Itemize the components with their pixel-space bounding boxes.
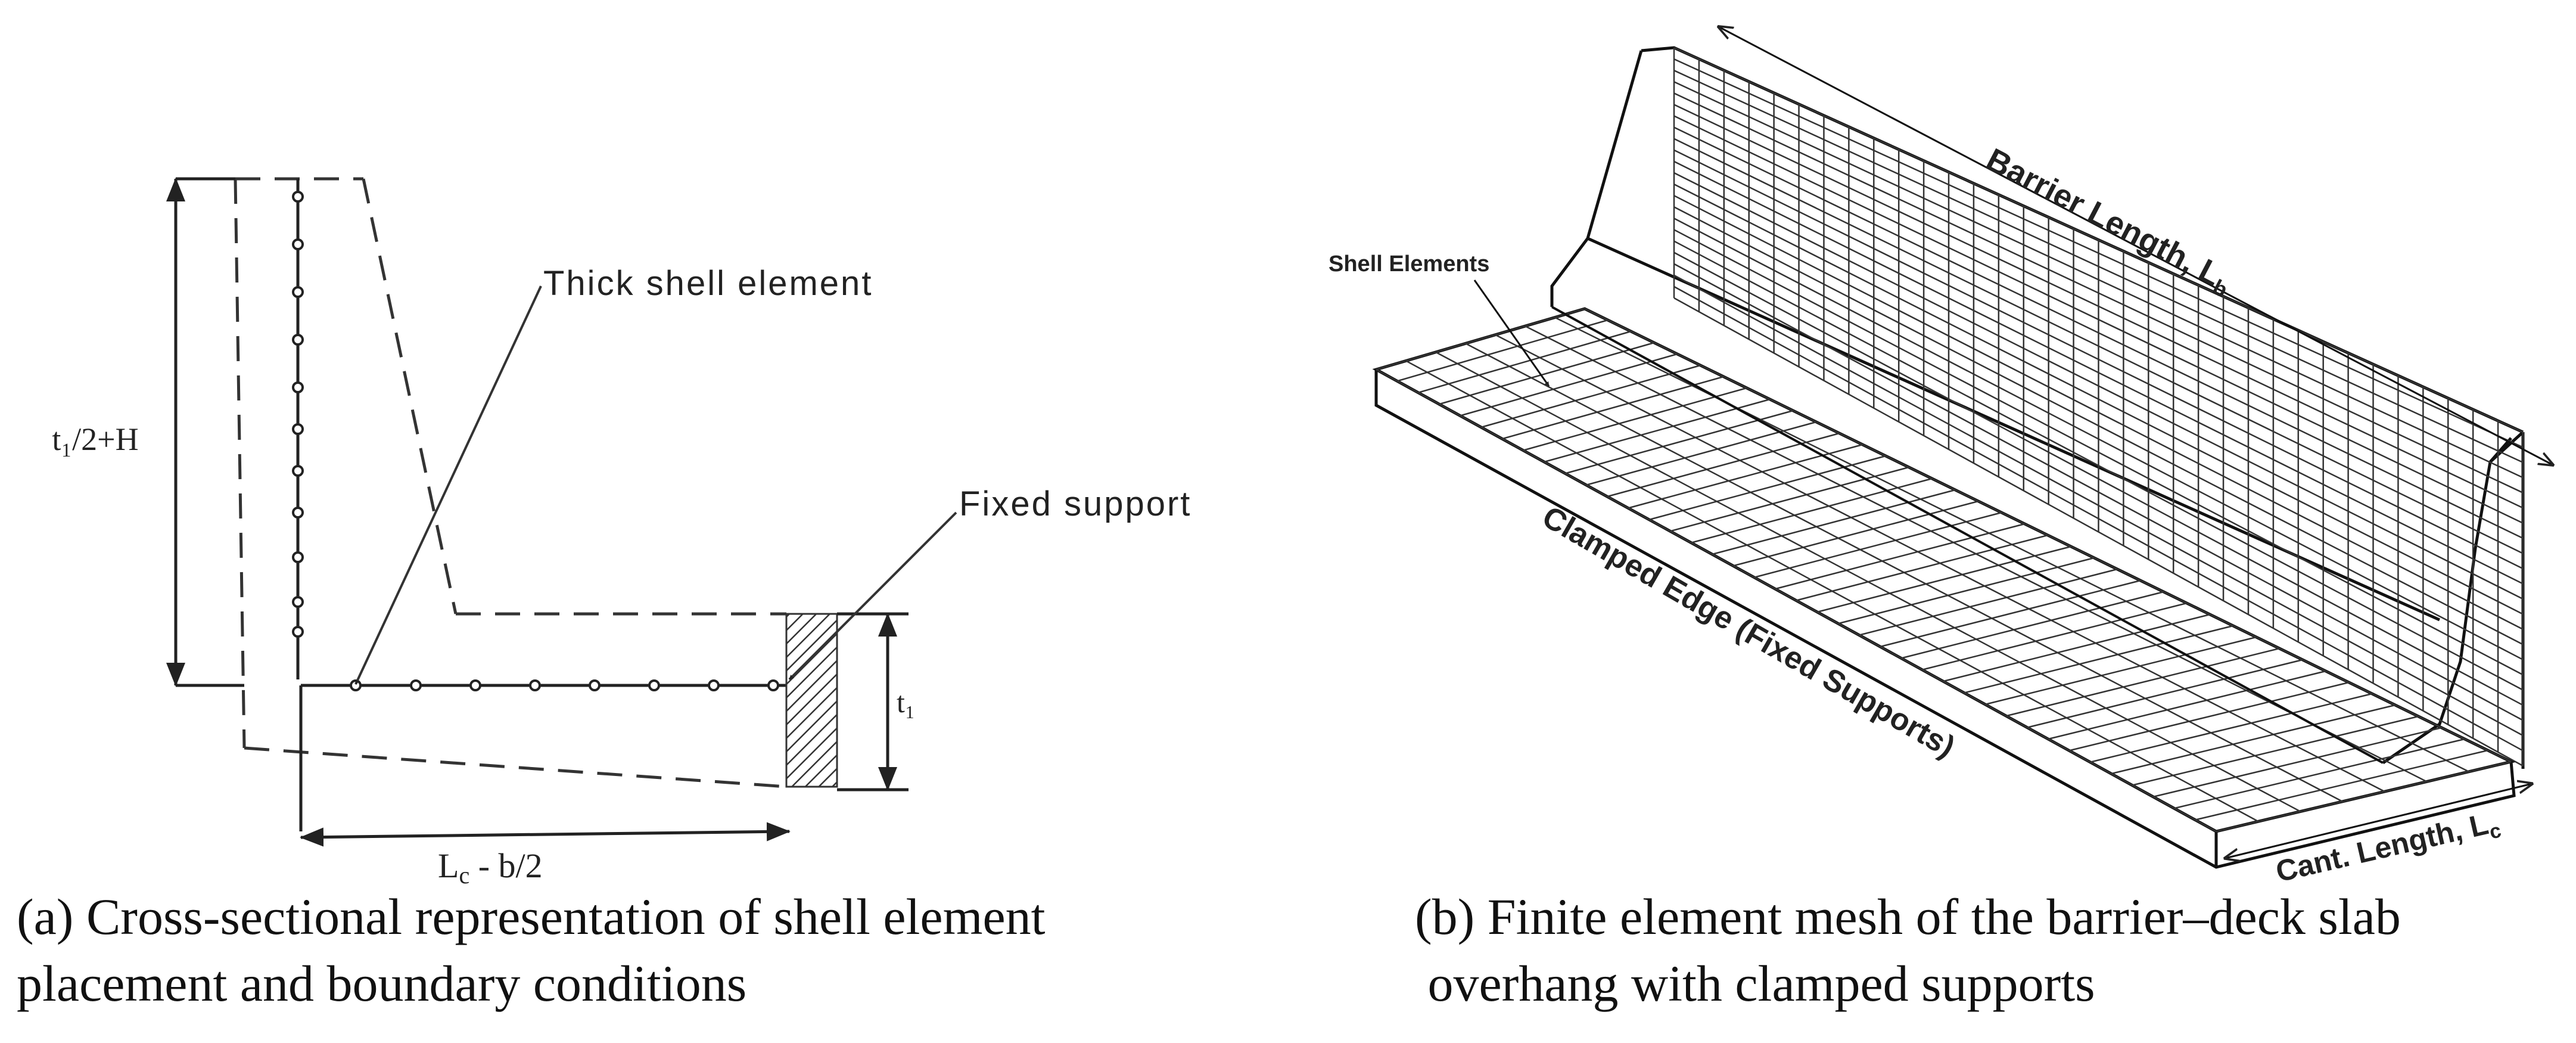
barrier-outline bbox=[1550, 46, 2525, 769]
deck-mesh-line-u bbox=[1396, 319, 1609, 382]
deck-mesh-line-u bbox=[1712, 489, 1956, 555]
caption-b-line2: overhang with clamped supports bbox=[1415, 955, 2095, 1012]
shell-nodes-wall bbox=[292, 191, 304, 638]
deck-mesh-line-u bbox=[1922, 602, 2188, 670]
wall-mesh-line-v bbox=[1673, 172, 2524, 600]
deck-mesh-line-u bbox=[1816, 545, 2071, 613]
panel-a-cross-section: t₁/2+H t₁ Lc - b/2 Thick shell element F… bbox=[52, 177, 1191, 889]
deck-mesh-line-u bbox=[2152, 727, 2442, 798]
deck-mesh-line-u bbox=[1460, 353, 1678, 417]
deck-mesh-line-u bbox=[1502, 375, 1724, 440]
deck-mesh-line-u bbox=[1859, 568, 2118, 636]
deck-mesh-line-u bbox=[2174, 738, 2465, 809]
thickness-label: t₁ bbox=[897, 685, 915, 719]
deck-mesh-line-v bbox=[1465, 343, 2343, 802]
deck-mesh-line-u bbox=[1984, 636, 2257, 706]
shell-elements-label: Shell Elements bbox=[1329, 252, 1489, 277]
length-dimension-arrow bbox=[300, 822, 791, 847]
deck-slab-outline bbox=[1372, 307, 2516, 869]
deck-mesh-line-u bbox=[1943, 613, 2210, 682]
thick-shell-leader bbox=[354, 285, 542, 685]
deck-mesh-line-u bbox=[1964, 625, 2233, 694]
deck-mesh-line-u bbox=[2090, 693, 2373, 763]
deck-mesh-line-u bbox=[1775, 523, 2025, 590]
thickness-dimension bbox=[837, 612, 909, 791]
deck-mesh-line-v bbox=[1376, 368, 2217, 833]
deck-mesh-line-v bbox=[1405, 360, 2259, 822]
deck-mesh-line-u bbox=[1838, 557, 2095, 625]
caption-panel-a: (a) Cross-sectional representation of sh… bbox=[17, 883, 1046, 1017]
deck-mesh-line-u bbox=[1439, 342, 1654, 405]
deck-mesh-line-u bbox=[1796, 534, 2048, 601]
deck-mesh-line-u bbox=[1900, 591, 2164, 659]
deck-mesh-line-u bbox=[1691, 477, 1933, 544]
fixed-support-label: Fixed support bbox=[959, 485, 1191, 523]
deck-mesh-line-u bbox=[2068, 681, 2350, 752]
deck-mesh-line-u bbox=[1732, 500, 1979, 567]
deck-mesh-line-u bbox=[1607, 432, 1840, 498]
length-dimension-label: Lc - b/2 bbox=[438, 846, 543, 889]
fixed-support-leader bbox=[788, 511, 957, 681]
deck-mesh-line-u bbox=[2048, 670, 2326, 740]
height-dimension-label: t₁/2+H bbox=[52, 421, 138, 457]
caption-a-line1: (a) Cross-sectional representation of sh… bbox=[17, 888, 1046, 945]
deck-mesh-line-u bbox=[1418, 330, 1632, 393]
caption-b-line1: (b) Finite element mesh of the barrier–d… bbox=[1415, 888, 2401, 945]
deck-mesh-line-u bbox=[2027, 659, 2303, 728]
deck-mesh-line-u bbox=[2006, 647, 2280, 717]
deck-mesh-line-u bbox=[1376, 308, 1585, 371]
deck-mesh-line-u bbox=[1628, 443, 1863, 509]
panel-b-mesh: Barrier Length, Lb Cant. Length, Lc Clam… bbox=[1329, 27, 2553, 889]
deck-mesh-line-u bbox=[1480, 364, 1701, 429]
deck-mesh-line-v bbox=[1435, 351, 2301, 812]
deck-mesh-line-u bbox=[2132, 715, 2419, 786]
barrier-length-dimension bbox=[1719, 27, 2553, 465]
deck-mesh-line-u bbox=[1880, 579, 2141, 648]
deck-mesh-line-u bbox=[1586, 421, 1817, 486]
wall-base-line bbox=[1551, 306, 2384, 764]
deck-mesh-line-u bbox=[1523, 387, 1747, 451]
deck-mesh-line-u bbox=[1648, 455, 1886, 521]
deck-mesh-line-v bbox=[1495, 334, 2385, 793]
deck-mesh-line-u bbox=[2111, 704, 2395, 775]
caption-a-line2: placement and boundary conditions bbox=[17, 955, 747, 1012]
deck-mesh-line-u bbox=[1670, 466, 1909, 532]
deck-mesh-line-u bbox=[1754, 511, 2002, 578]
deck-mesh-line-u bbox=[2195, 749, 2488, 821]
fixed-support-hatch bbox=[785, 613, 838, 788]
caption-panel-b: (b) Finite element mesh of the barrier–d… bbox=[1415, 883, 2401, 1017]
shell-elements-leader bbox=[1473, 280, 1550, 387]
cant-length-dimension bbox=[2225, 784, 2532, 858]
shell-nodes-deck bbox=[350, 679, 779, 691]
barrier-length-label: Barrier Length, Lb bbox=[1979, 141, 2239, 302]
thick-shell-label: Thick shell element bbox=[543, 264, 873, 303]
